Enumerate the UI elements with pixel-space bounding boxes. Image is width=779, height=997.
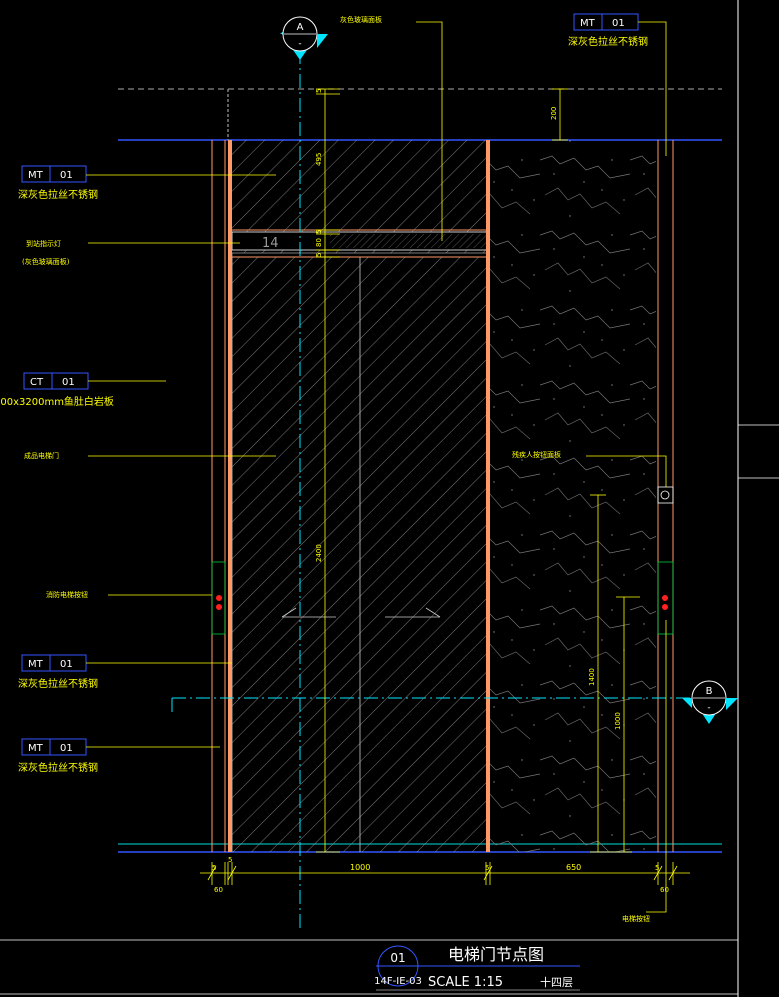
- callout-elevator-door: 成品电梯门: [24, 451, 276, 460]
- title-text: 电梯门节点图: [448, 945, 544, 964]
- call-panel-label: 残疾人按钮面板: [512, 450, 561, 459]
- indicator-glass: [330, 234, 486, 248]
- callout-top-right-text: 深灰色拉丝不锈钢: [568, 35, 648, 48]
- dim-v-1400: 1400: [588, 668, 596, 686]
- dim-h-5-left: 5: [212, 864, 216, 872]
- dim-v-80: 80: [315, 238, 323, 247]
- callout-left-2-num: 01: [62, 377, 75, 388]
- callout-left-4: MT 01 深灰色拉丝不锈钢: [18, 738, 220, 774]
- section-mark-a: A -: [280, 16, 328, 60]
- callout-left-1-num: 01: [60, 170, 73, 181]
- floor-indicator-sub: (灰色玻璃面板): [22, 257, 70, 266]
- callout-left-2-code: CT: [30, 377, 44, 388]
- callout-floor-indicator: 到站指示灯 (灰色玻璃面板): [22, 239, 240, 266]
- callout-left-3-num: 01: [60, 659, 73, 670]
- callout-left-1-code: MT: [28, 170, 44, 181]
- dim-h-5-left2: 5: [228, 856, 232, 864]
- fire-button-left: [216, 595, 222, 610]
- floor-indicator-label: 到站指示灯: [26, 239, 61, 248]
- dim-h-60-right: 60: [660, 886, 669, 894]
- call-button-label: 电梯按钮: [622, 914, 650, 923]
- callout-left-1: MT 01 深灰色拉丝不锈钢: [18, 165, 276, 201]
- dim-v-5b: 5: [315, 230, 323, 234]
- callout-left-3: MT 01 深灰色拉丝不锈钢: [18, 654, 232, 690]
- vertical-dimensions: [316, 88, 640, 853]
- callout-left-3-code: MT: [28, 659, 44, 670]
- accessible-icon: [660, 490, 670, 500]
- section-a-letter: A: [297, 22, 304, 33]
- callout-call-panel: 残疾人按钮面板: [512, 450, 667, 487]
- title-scale: SCALE 1:15: [428, 975, 503, 990]
- title-floor: 十四层: [540, 975, 573, 989]
- title-sheet: 14F-IE-03: [374, 976, 422, 987]
- callout-top-right: MT 01 深灰色拉丝不锈钢: [568, 13, 667, 156]
- callout-top-glass: 灰色玻璃面板: [340, 15, 443, 241]
- callout-left-4-code: MT: [28, 743, 44, 754]
- callout-top-right-code: MT: [580, 18, 596, 29]
- dim-h-60-left: 60: [214, 886, 223, 894]
- callout-left-4-text: 深灰色拉丝不锈钢: [18, 761, 98, 774]
- door-head: [231, 252, 489, 258]
- callout-call-button: 电梯按钮: [622, 620, 667, 923]
- callout-left-2: CT 01 600x3200mm鱼肚白岩板: [0, 372, 166, 408]
- section-b-sub: -: [707, 703, 710, 713]
- accessible-panel: [657, 486, 674, 504]
- section-a-sub: -: [298, 39, 301, 49]
- dim-v-1000: 1000: [614, 712, 622, 730]
- dim-top-200: 200: [550, 107, 558, 120]
- dim-v-495: 495: [315, 153, 323, 166]
- side-panels: [211, 561, 674, 635]
- horizontal-dimensions: [200, 862, 690, 885]
- dim-h-650: 650: [566, 863, 581, 872]
- fire-button-label: 消防电梯按钮: [46, 590, 88, 599]
- marble-wall: [490, 140, 656, 852]
- callout-left-3-text: 深灰色拉丝不锈钢: [18, 677, 98, 690]
- section-b-letter: B: [706, 686, 713, 697]
- top-glass-label: 灰色玻璃面板: [340, 15, 382, 24]
- dim-v-2400: 2400: [315, 544, 323, 562]
- callout-fire-button: 消防电梯按钮: [46, 590, 212, 599]
- dim-h-5-right: 5: [655, 864, 659, 872]
- callout-left-1-text: 深灰色拉丝不锈钢: [18, 188, 98, 201]
- title-number: 01: [390, 951, 405, 965]
- callout-top-right-num: 01: [612, 18, 625, 29]
- elevator-door-label: 成品电梯门: [24, 451, 59, 460]
- dim-h-5-mid: 5: [485, 864, 489, 872]
- call-button-right: [662, 595, 668, 610]
- floor-number-label: 14: [262, 236, 279, 251]
- dim-h-1000: 1000: [350, 863, 370, 872]
- title-block: 01 14F-IE-03 电梯门节点图 SCALE 1:15 十四层: [374, 945, 580, 991]
- dim-v-5c: 5: [315, 253, 323, 257]
- callout-left-2-text: 600x3200mm鱼肚白岩板: [0, 395, 114, 408]
- callout-left-4-num: 01: [60, 743, 73, 754]
- dim-v-5-top: 5: [315, 89, 323, 93]
- section-mark-b: B -: [682, 680, 738, 724]
